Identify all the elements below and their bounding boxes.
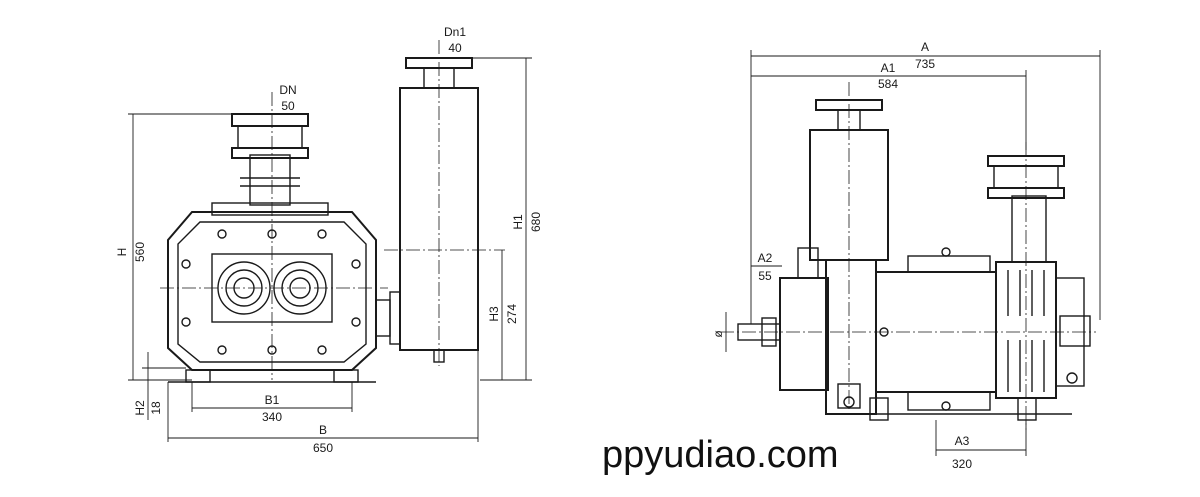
- watermark-text: ppyudiao.com: [602, 434, 839, 476]
- dim-b1-label: B1: [265, 393, 280, 407]
- left-view: H 560 H1 680 H3 274 H2 18 B1 340 B 650 D…: [115, 25, 543, 455]
- callout-dn-label: DN: [279, 83, 296, 97]
- dim-h3-label: H3: [487, 306, 501, 322]
- dim-a-value: 735: [915, 57, 935, 71]
- callout-dn1-label: Dn1: [444, 25, 466, 39]
- dim-a-label: A: [921, 40, 929, 54]
- dim-h2-value: 18: [149, 401, 163, 415]
- right-view: A 735 A1 584 A2 55 ø A3 320: [711, 40, 1101, 471]
- dim-a2-value: 55: [758, 269, 772, 283]
- dim-b1-value: 340: [262, 410, 282, 424]
- dim-h2-label: H2: [133, 400, 147, 416]
- dim-b-label: B: [319, 423, 327, 437]
- dim-shaft-label: ø: [711, 330, 725, 338]
- dim-h1-value: 680: [529, 212, 543, 232]
- dim-h1-label: H1: [511, 214, 525, 230]
- callout-dn1-value: 40: [448, 41, 462, 55]
- dim-a3-value: 320: [952, 457, 972, 471]
- dim-a1-value: 584: [878, 77, 898, 91]
- dim-h3-value: 274: [505, 304, 519, 324]
- dim-b-value: 650: [313, 441, 333, 455]
- dim-a3-label: A3: [955, 434, 970, 448]
- dim-a1-label: A1: [881, 61, 896, 75]
- dim-a2-label: A2: [758, 251, 773, 265]
- dim-h-label: H: [115, 248, 129, 257]
- dim-h-value: 560: [133, 242, 147, 262]
- callout-dn-value: 50: [281, 99, 295, 113]
